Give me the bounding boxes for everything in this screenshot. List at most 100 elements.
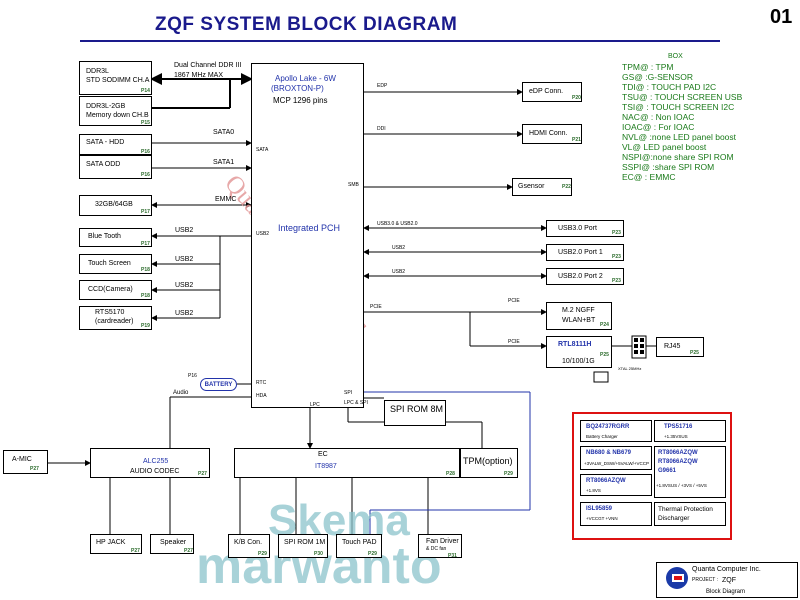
page-ref: P25 [690,350,699,356]
isl-block [580,502,652,526]
touchpad-label: Touch PAD [342,539,377,546]
page-ref: P17 [141,241,150,247]
rj45-block [656,337,704,357]
page-ref: P29 [258,551,267,557]
charger-desc: Battery Charger [586,434,618,439]
lpc-spi-pin-label: LPC & SPI [344,400,368,406]
usb30-port-block [546,220,624,237]
touchscreen-label: Touch Screen [88,260,131,267]
rt8066-chip-1: RT8066AZQW [658,450,698,456]
page-ref: P23 [612,230,621,236]
page-ref: P31 [448,553,457,559]
legend-item: TDI@ : TOUCH PAD I2C [622,82,717,92]
isl-desc: +VCCGT +VNN [586,516,618,521]
hdmi-connector-block [522,124,582,144]
usb2-bus-label: USB2 [392,269,406,275]
emmc-block [79,195,152,216]
thermal-block [654,502,726,526]
page-ref: P16 [188,373,197,379]
usb2-bus-label: USB2 [175,282,194,289]
sata-odd-label: SATA ODD [86,161,121,168]
usb30-port-label: USB3.0 Port [558,225,597,232]
legend-item: TSU@ : TOUCH SCREEN USB [622,92,743,102]
project-name: ZQF [722,577,736,584]
touchscreen-block [79,254,152,274]
legend-title: BOX [668,53,683,60]
usb2-bus-label: USB2 [392,245,406,251]
usb2-bus-label: USB2 [175,227,194,234]
cpu-package: MCP 1296 pins [273,96,328,105]
rtc-pin-label: RTC [256,380,267,386]
keyboard-connector-block [228,534,270,558]
page-ref: P17 [141,209,150,215]
cpu-name: Apollo Lake - 6W [275,74,336,83]
speaker-block [150,534,194,554]
legend-item: EC@ : EMMC [622,172,676,182]
battery-block: BATTERY [200,378,237,391]
gsensor-block [512,178,572,196]
sata-hdd-label: SATA - HDD [86,139,125,146]
power-section-box [572,412,732,540]
spi-rom-8m-label: SPI ROM 8M [390,404,444,414]
page-ref: P18 [141,267,150,273]
gsensor-label: Gsensor [518,183,545,190]
spi-rom-8m-block [384,400,446,426]
nb-chip: NB680 & NB679 [586,450,632,456]
usb20-port2-block [546,268,624,285]
edp-connector-label: eDP Conn. [529,88,564,95]
m2-line1: M.2 NGFF [562,307,595,314]
ddr-a-line2: STD SODIMM CH.A [86,77,150,84]
tps-desc: +1.35VSUS [664,434,688,439]
bluetooth-block [79,228,152,247]
usb20-port1-block [546,244,624,261]
rt8066-desc: +1.8VSUS / +3VS / +5VS [656,483,707,488]
keyboard-connector-label: K/B Con. [234,539,263,546]
usb3-bus-label: USB3.0 & USB2.0 [377,221,418,227]
rt8066-chip-2: RT8066AZQW [658,459,698,465]
audio-bus-label: Audio [173,390,189,396]
title-block [656,562,798,598]
emmc-size-label: 32GB/64GB [95,201,133,208]
edp-bus-label: EDP [377,83,388,89]
smb-bus-label: SMB [348,182,359,188]
pcie-pin-label: PCIE [370,304,382,310]
rt8066-block [654,446,726,498]
charger-chip: BQ24737RGRR [586,424,630,430]
usb20-port2-label: USB2.0 Port 2 [558,273,603,280]
xtal-label: XTAL 25MHz [618,366,642,371]
fan-driver-line1: Fan Driver [426,538,459,545]
usb20-port1-label: USB2.0 Port 1 [558,249,603,256]
usb2-bus-label: USB2 [175,310,194,317]
document-title: Block Diagram [706,589,746,595]
tps-chip: TPS51716 [664,424,693,430]
sata-pin-label: SATA [256,147,269,153]
page-ref: P29 [504,471,513,477]
nb-desc: +3VALW_DSW/+5VALW/+VCCP [584,461,650,466]
ddr-channel-label: Dual Channel DDR III [174,62,242,69]
lan-speed-label: 10/100/1G [562,358,595,365]
cardreader-line1: RTS5170 [95,309,125,316]
page-ref: P29 [368,551,377,557]
page-ref: P27 [198,471,207,477]
page-ref: P20 [572,95,581,101]
ddr-channel-b-block [79,96,152,126]
sata-hdd-block [79,134,152,155]
page-ref: P18 [141,293,150,299]
page-ref: P15 [141,120,150,126]
isl-chip: ISL95859 [586,506,613,512]
thermal-line2: Discharger [658,515,690,522]
legend-item: NVL@ :none LED panel boost [622,132,737,142]
camera-block [79,280,152,300]
rj45-label: RJ45 [664,343,681,350]
fan-driver-line2: & DC fan [426,546,447,552]
edp-connector-block [522,82,582,102]
page-ref: P27 [131,548,140,554]
page-title: ZQF SYSTEM BLOCK DIAGRAM [155,14,458,35]
tpm-label: TPM(option) [463,456,513,466]
ddr-a-line1: DDR3L [86,68,109,75]
tps-block [654,420,726,442]
codec-desc-label: AUDIO CODEC [130,468,180,475]
title-underline [80,40,720,42]
legend-item: NAC@ : Non IOAC [622,112,695,122]
embedded-controller-block [234,448,460,478]
